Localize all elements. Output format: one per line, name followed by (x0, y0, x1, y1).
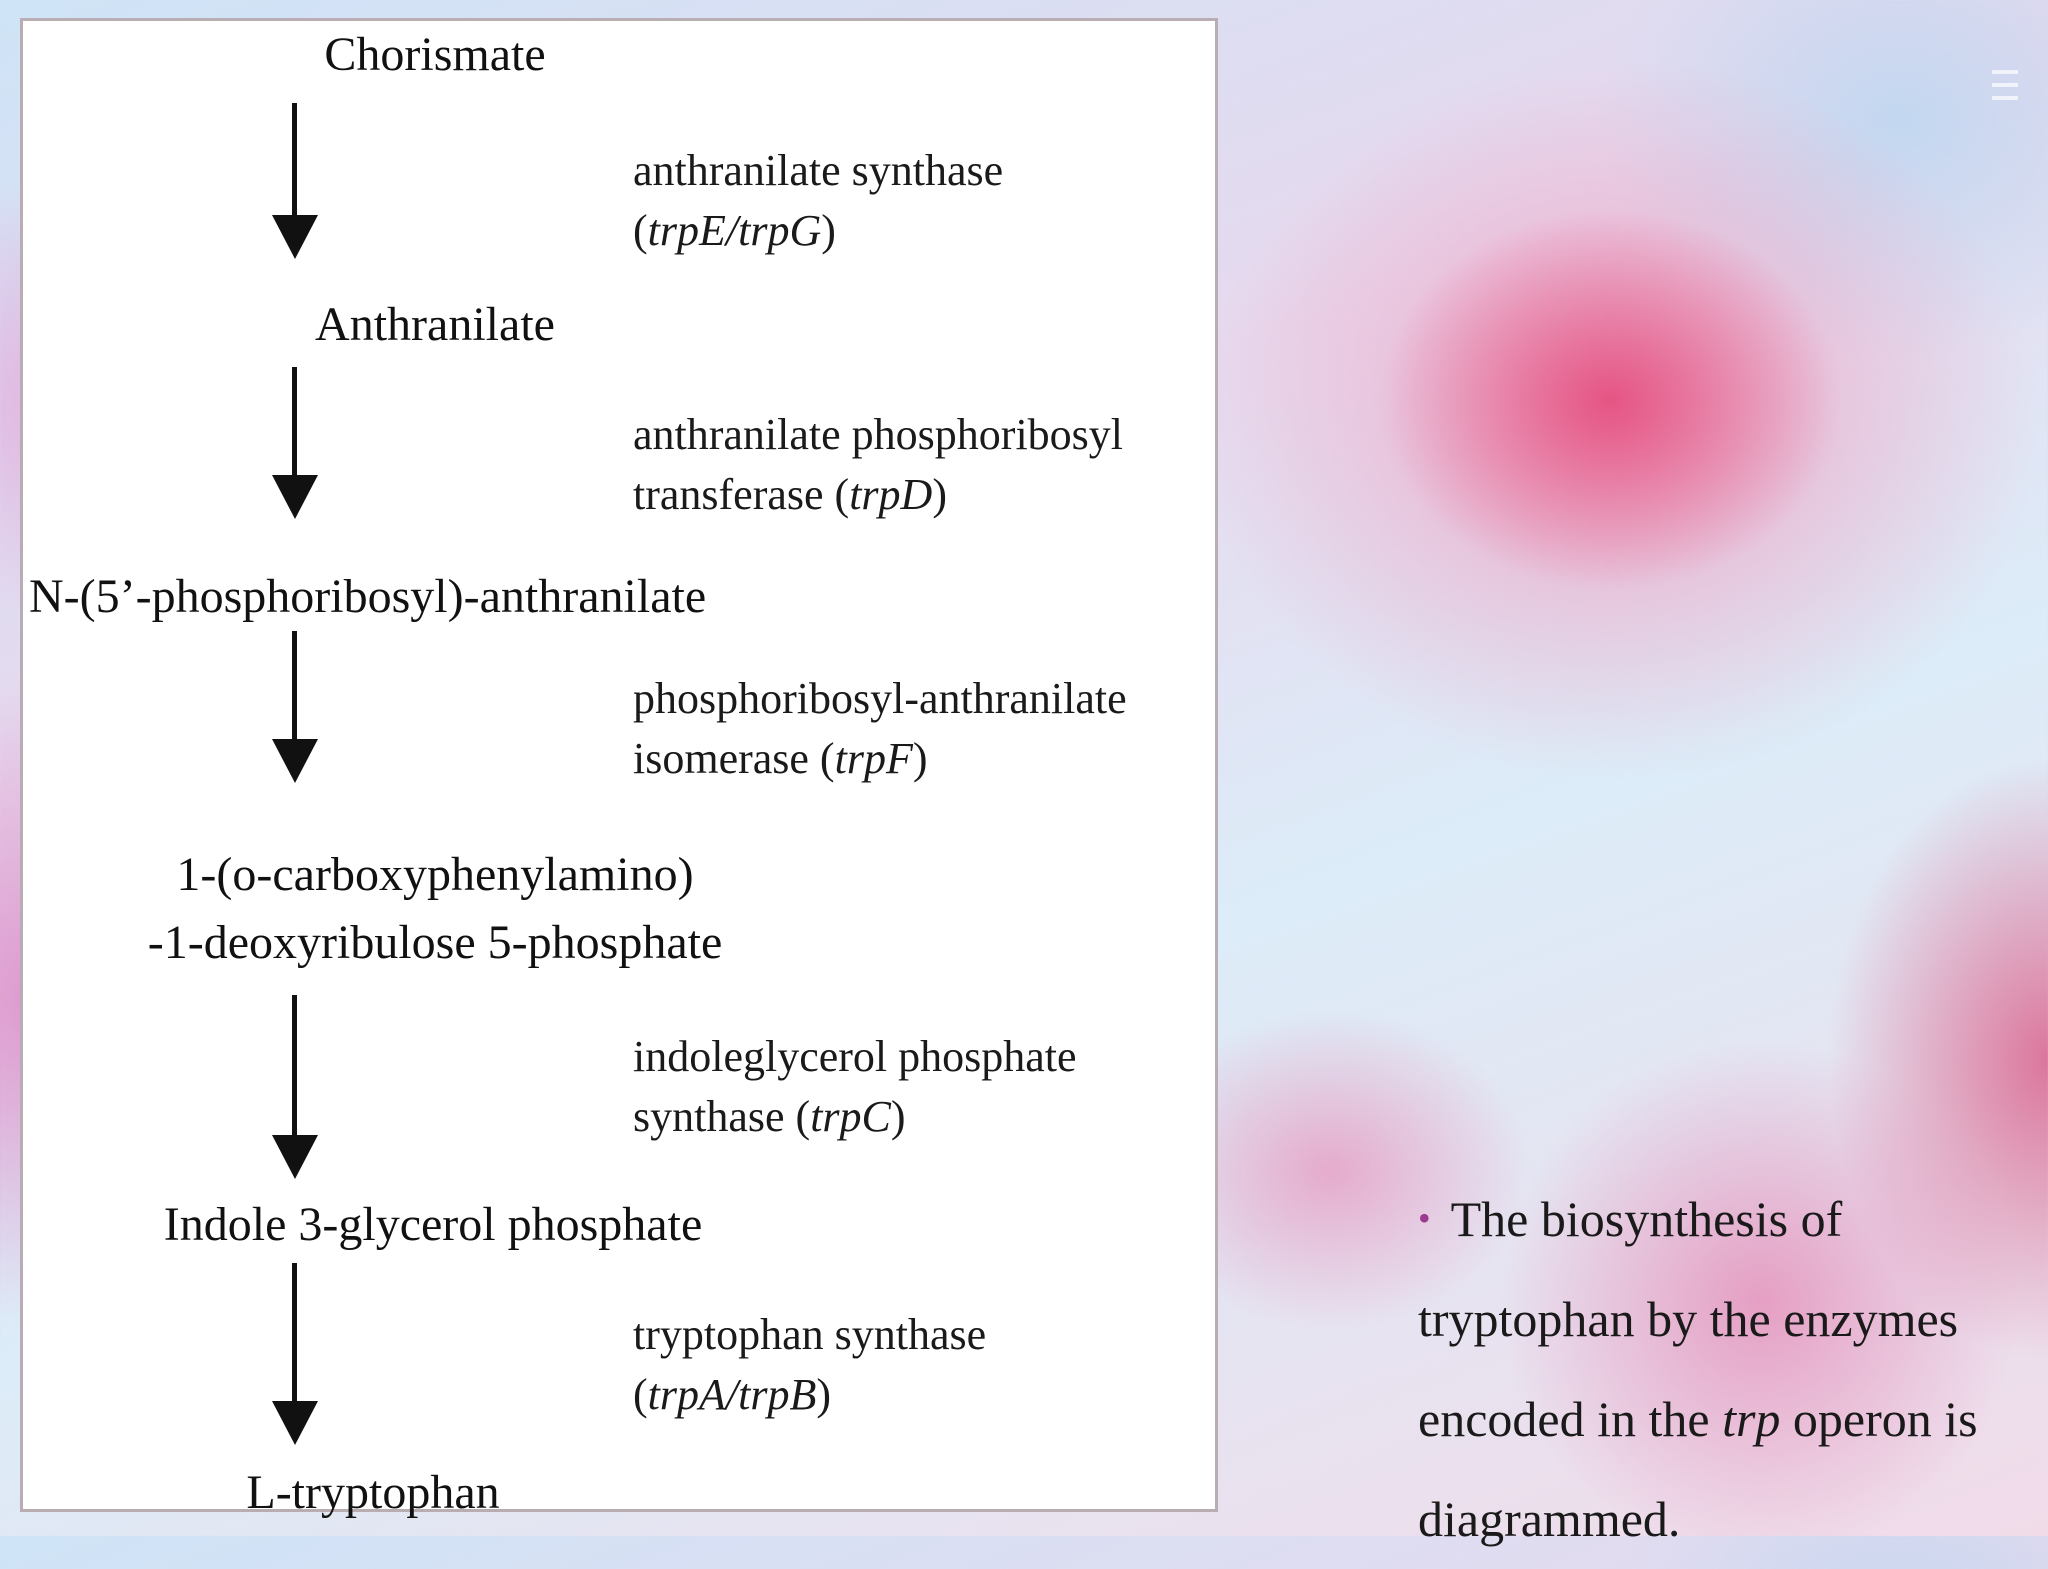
enzyme-name: anthranilate synthase (633, 146, 1004, 195)
enzyme-tryptophan-synthase: tryptophan synthase (trpA/trpB) (633, 1305, 986, 1425)
compound-indole-3-glycerol-phosphate: Indole 3-glycerol phosphate (164, 1201, 703, 1249)
compound-label-line-2: -1-deoxyribulose 5-phosphate (147, 916, 723, 969)
arrow-shaft (292, 367, 297, 479)
enzyme-gene-line: (trpA/trpB) (633, 1365, 986, 1425)
enzyme-name: indoleglycerol phosphate (633, 1032, 1077, 1081)
reaction-arrow-1 (255, 103, 335, 259)
bullet-emphasis: trp (1722, 1391, 1781, 1447)
gene-name: trpE/trpG (647, 206, 822, 255)
enzyme-name: anthranilate phosphoribosyl (633, 410, 1124, 459)
compound-label: Anthranilate (315, 298, 555, 351)
compound-l-tryptophan: L-tryptophan (246, 1469, 499, 1517)
arrow-head (272, 1401, 318, 1445)
enzyme-anthranilate-phosphoribosyl-transferase: anthranilate phosphoribosyl transferase … (633, 405, 1123, 525)
gene-suffix: ) (816, 1370, 831, 1419)
arrow-head (272, 739, 318, 783)
pathway-diagram-panel: Chorismate anthranilate synthase (trpE/t… (20, 18, 1218, 1517)
enzyme-gene-line: isomerase (trpF) (633, 729, 1127, 789)
arrow-head (272, 1135, 318, 1179)
gene-suffix: ) (890, 1092, 906, 1141)
gene-prefix: transferase ( (633, 470, 850, 519)
enzyme-gene-line: transferase (trpD) (633, 465, 1123, 525)
enzyme-anthranilate-synthase: anthranilate synthase (trpE/trpG) (633, 141, 1003, 261)
gene-name: trpC (810, 1092, 891, 1141)
arrow-shaft (292, 995, 297, 1139)
reaction-arrow-4 (255, 995, 335, 1179)
gene-prefix: synthase ( (633, 1092, 811, 1141)
bullet-text-before: The biosynthesis of tryptophan by the en… (1418, 1191, 1959, 1447)
arrow-head (272, 475, 318, 519)
enzyme-gene-line: (trpE/trpG) (633, 201, 1003, 261)
enzyme-gene-line: synthase (trpC) (633, 1087, 1077, 1147)
enzyme-name: tryptophan synthase (633, 1310, 987, 1359)
gene-suffix: ) (932, 470, 947, 519)
reaction-arrow-5 (255, 1263, 335, 1445)
compound-carboxyphenylamino-deoxyribulose-phosphate: 1-(o-carboxyphenylamino) -1-deoxyribulos… (148, 841, 723, 977)
gene-name: trpA/trpB (647, 1370, 817, 1419)
compound-anthranilate: Anthranilate (315, 301, 555, 349)
enzyme-indoleglycerol-phosphate-synthase: indoleglycerol phosphate synthase (trpC) (633, 1027, 1077, 1147)
gene-prefix: ( (633, 206, 648, 255)
arrow-shaft (292, 1263, 297, 1405)
reaction-arrow-2 (255, 367, 335, 519)
enzyme-name: phosphoribosyl-anthranilate (633, 674, 1127, 723)
compound-label: Indole 3-glycerol phosphate (163, 1198, 703, 1251)
bullet-caption: •The biosynthesis of tryptophan by the e… (1418, 1168, 2018, 1569)
decorative-lines (1992, 70, 2018, 120)
compound-chorismate: Chorismate (324, 31, 545, 79)
arrow-shaft (292, 631, 297, 743)
compound-label-line-1: 1-(o-carboxyphenylamino) (176, 848, 694, 901)
arrow-head (272, 215, 318, 259)
reaction-arrow-3 (255, 631, 335, 783)
compound-label: N-(5’-phosphoribosyl)-anthranilate (29, 570, 707, 623)
gene-prefix: ( (633, 1370, 648, 1419)
gene-suffix: ) (821, 206, 836, 255)
arrow-shaft (292, 103, 297, 219)
gene-suffix: ) (912, 734, 928, 783)
enzyme-phosphoribosyl-anthranilate-isomerase: phosphoribosyl-anthranilate isomerase (t… (633, 669, 1127, 789)
gene-prefix: isomerase ( (633, 734, 835, 783)
compound-label: Chorismate (324, 28, 546, 81)
bullet-marker-icon: • (1418, 1198, 1431, 1238)
gene-name: trpD (849, 470, 933, 519)
gene-name: trpF (834, 734, 913, 783)
compound-label: L-tryptophan (246, 1466, 500, 1519)
compound-n-phosphoribosyl-anthranilate: N-(5’-phosphoribosyl)-anthranilate (29, 573, 706, 621)
